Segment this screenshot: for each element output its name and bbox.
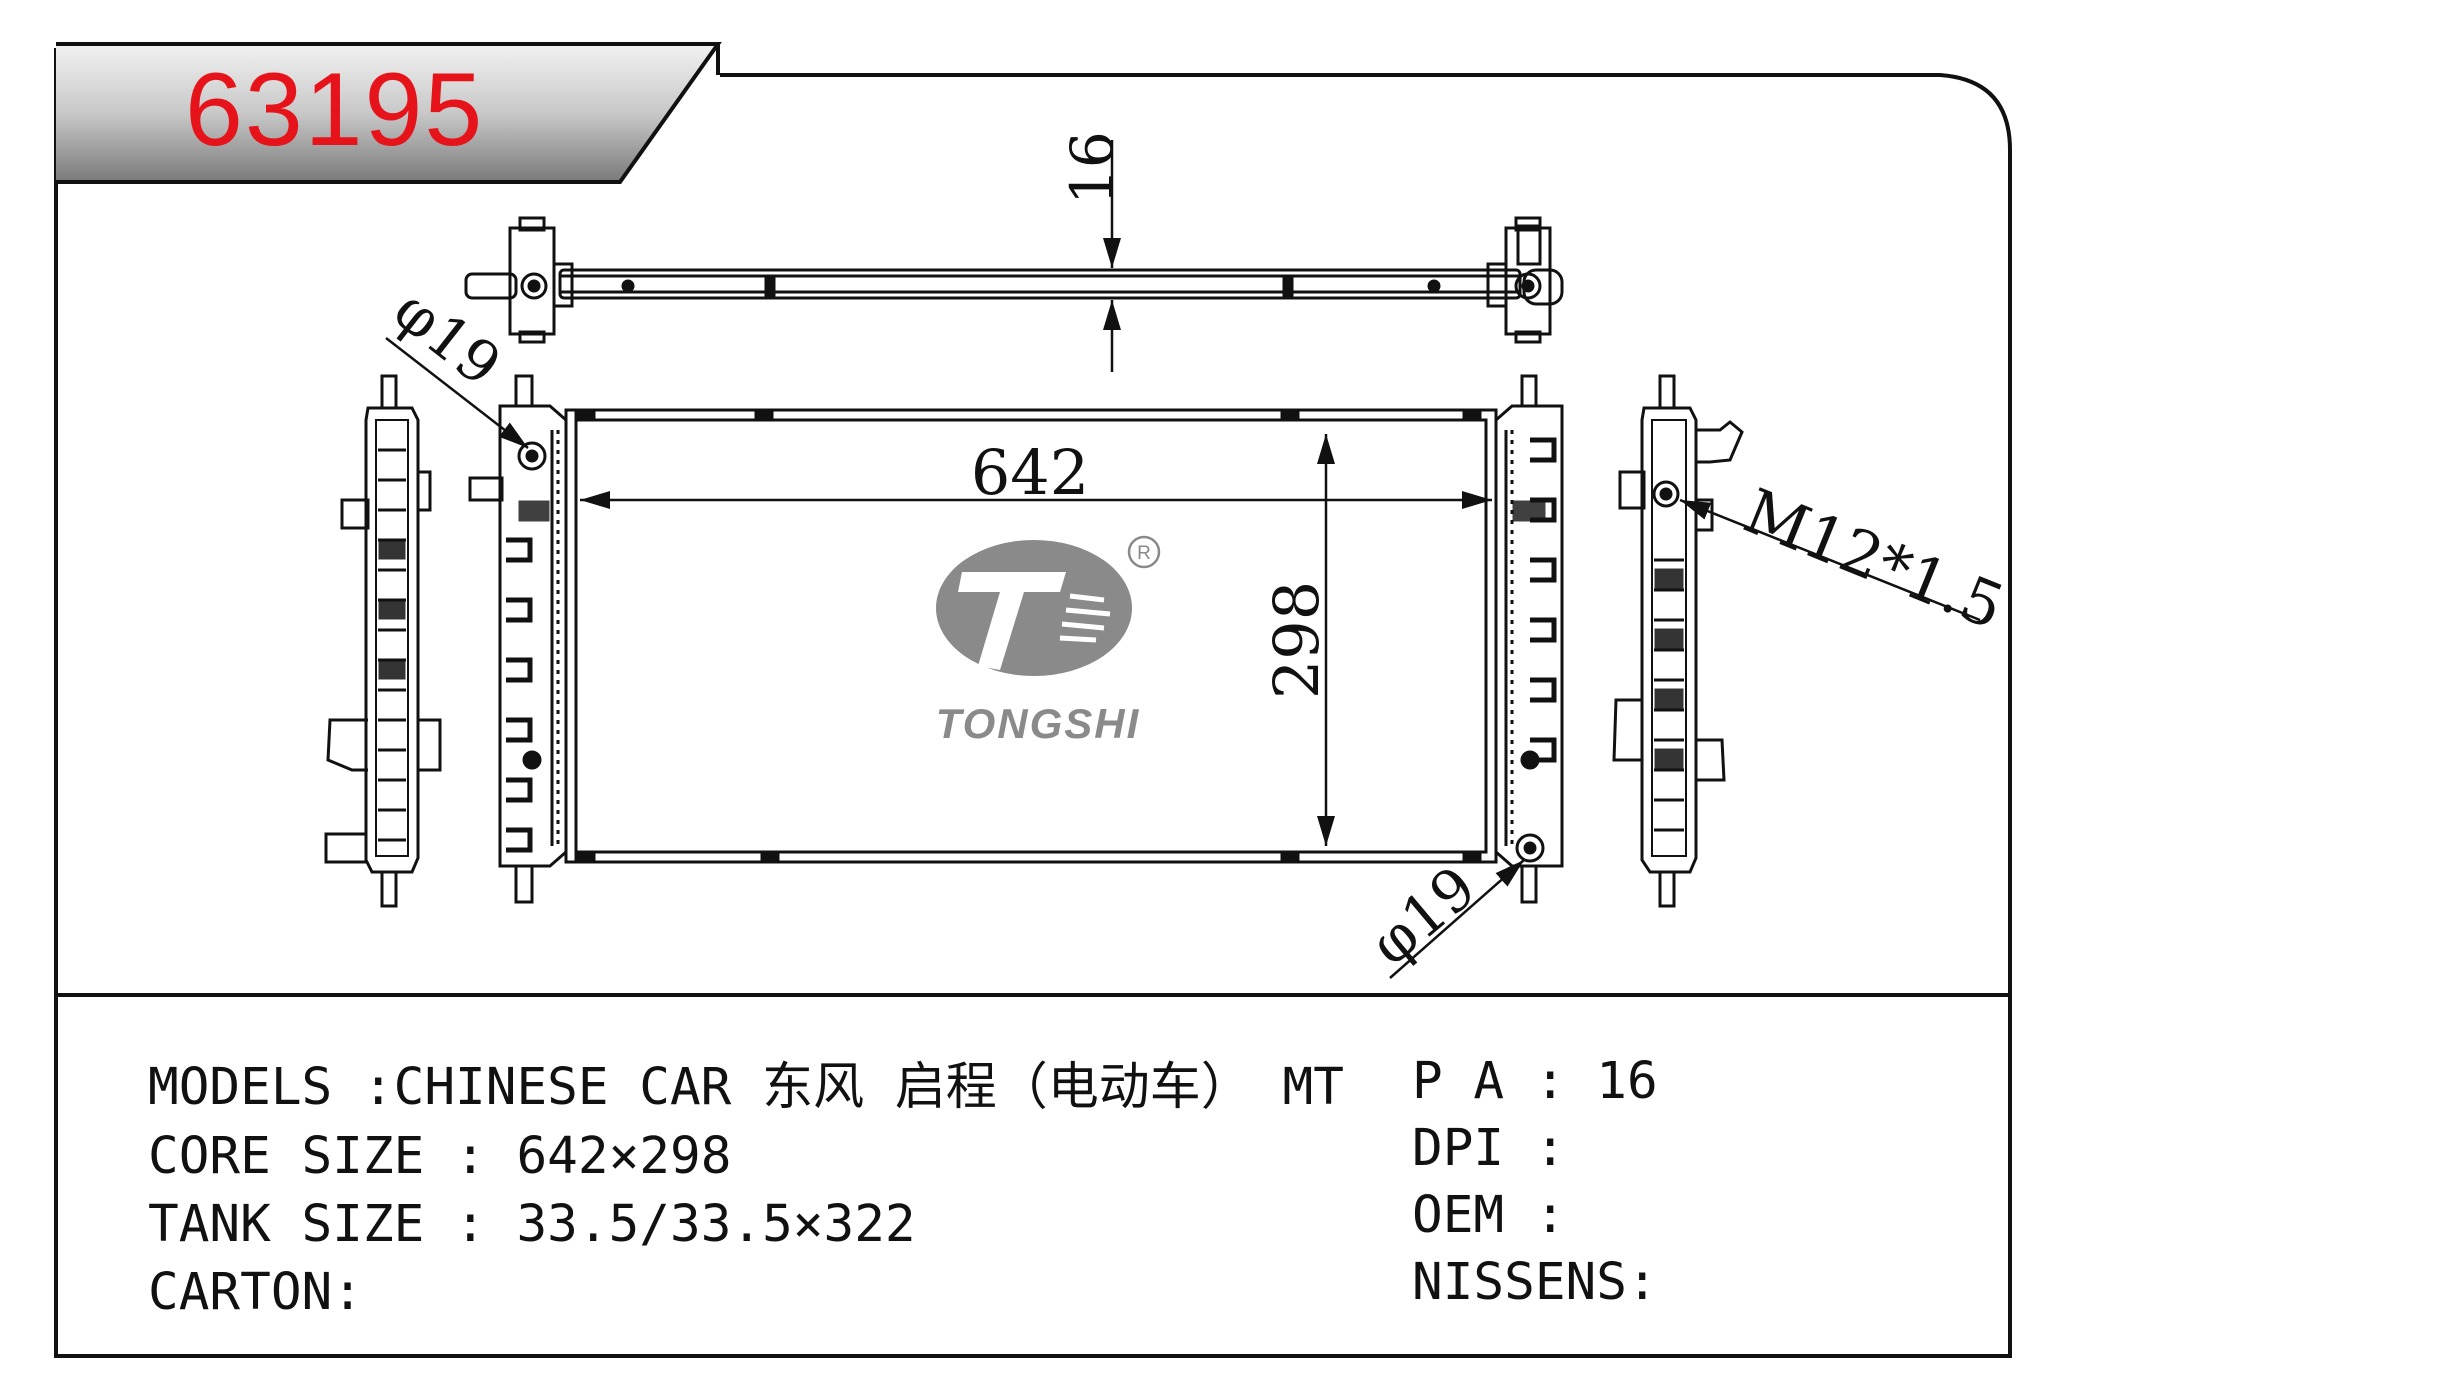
top-view xyxy=(464,216,1564,344)
part-number-banner xyxy=(56,42,722,184)
spec-core-size-label: CORE SIZE : xyxy=(148,1127,517,1186)
spec-nissens-label: NISSENS: xyxy=(1412,1253,1658,1312)
spec-models-value: CHINESE CAR 东风 启程（电动车） MT xyxy=(393,1058,1344,1117)
spec-pa-label: P A : xyxy=(1412,1052,1597,1111)
logo-brand-text: TONGSHI xyxy=(936,700,1141,747)
spec-tank-size-label: TANK SIZE : xyxy=(148,1195,517,1254)
spec-carton: CARTON: xyxy=(148,1267,363,1318)
spec-pa: P A : 16 xyxy=(1412,1056,1658,1107)
spec-core-size-value: 642×298 xyxy=(516,1127,732,1186)
right-side-view xyxy=(1612,374,1744,908)
dimension-drain-thread: M12*1.5 xyxy=(1734,474,2014,644)
part-number: 63195 xyxy=(185,52,485,168)
spec-pa-value: 16 xyxy=(1596,1052,1658,1111)
right-tank-front xyxy=(1494,374,1564,904)
sheet-frame xyxy=(54,48,2012,1358)
logo-t-mark xyxy=(958,572,1066,670)
registered-mark-circle xyxy=(1127,535,1161,569)
dimension-core-width: 642 xyxy=(971,436,1089,509)
spec-dpi: DPI : xyxy=(1412,1123,1596,1174)
spec-tank-size-value: 33.5/33.5×322 xyxy=(516,1195,916,1254)
dimension-core-height: 298 xyxy=(1260,581,1333,699)
dimension-inlet-diameter: φ19 xyxy=(381,275,513,399)
logo-ellipse xyxy=(936,540,1132,676)
left-side-view xyxy=(324,374,442,908)
dimension-outlet-diameter: φ19 xyxy=(1357,853,1488,979)
spec-tank-size: TANK SIZE : 33.5/33.5×322 xyxy=(148,1199,916,1250)
inlet-diameter-leader xyxy=(385,337,529,449)
spec-oem: OEM : xyxy=(1412,1190,1596,1241)
spec-oem-label: OEM : xyxy=(1412,1186,1597,1245)
dimension-tank-height: 16 xyxy=(1058,131,1126,205)
spec-models: MODELS :CHINESE CAR 东风 启程（电动车） MT xyxy=(148,1062,1344,1113)
left-tank-front xyxy=(468,374,568,904)
tongshi-logo: R TONGSHI xyxy=(936,535,1161,747)
spec-nissens: NISSENS: xyxy=(1412,1257,1658,1308)
outlet-diameter-leader xyxy=(1389,859,1525,979)
spec-carton-label: CARTON: xyxy=(148,1263,363,1322)
spec-models-label: MODELS : xyxy=(148,1058,394,1117)
registered-mark: R xyxy=(1137,543,1151,564)
drain-thread-leader xyxy=(1679,498,1981,622)
spec-dpi-label: DPI : xyxy=(1412,1119,1597,1178)
spec-core-size: CORE SIZE : 642×298 xyxy=(148,1131,731,1182)
